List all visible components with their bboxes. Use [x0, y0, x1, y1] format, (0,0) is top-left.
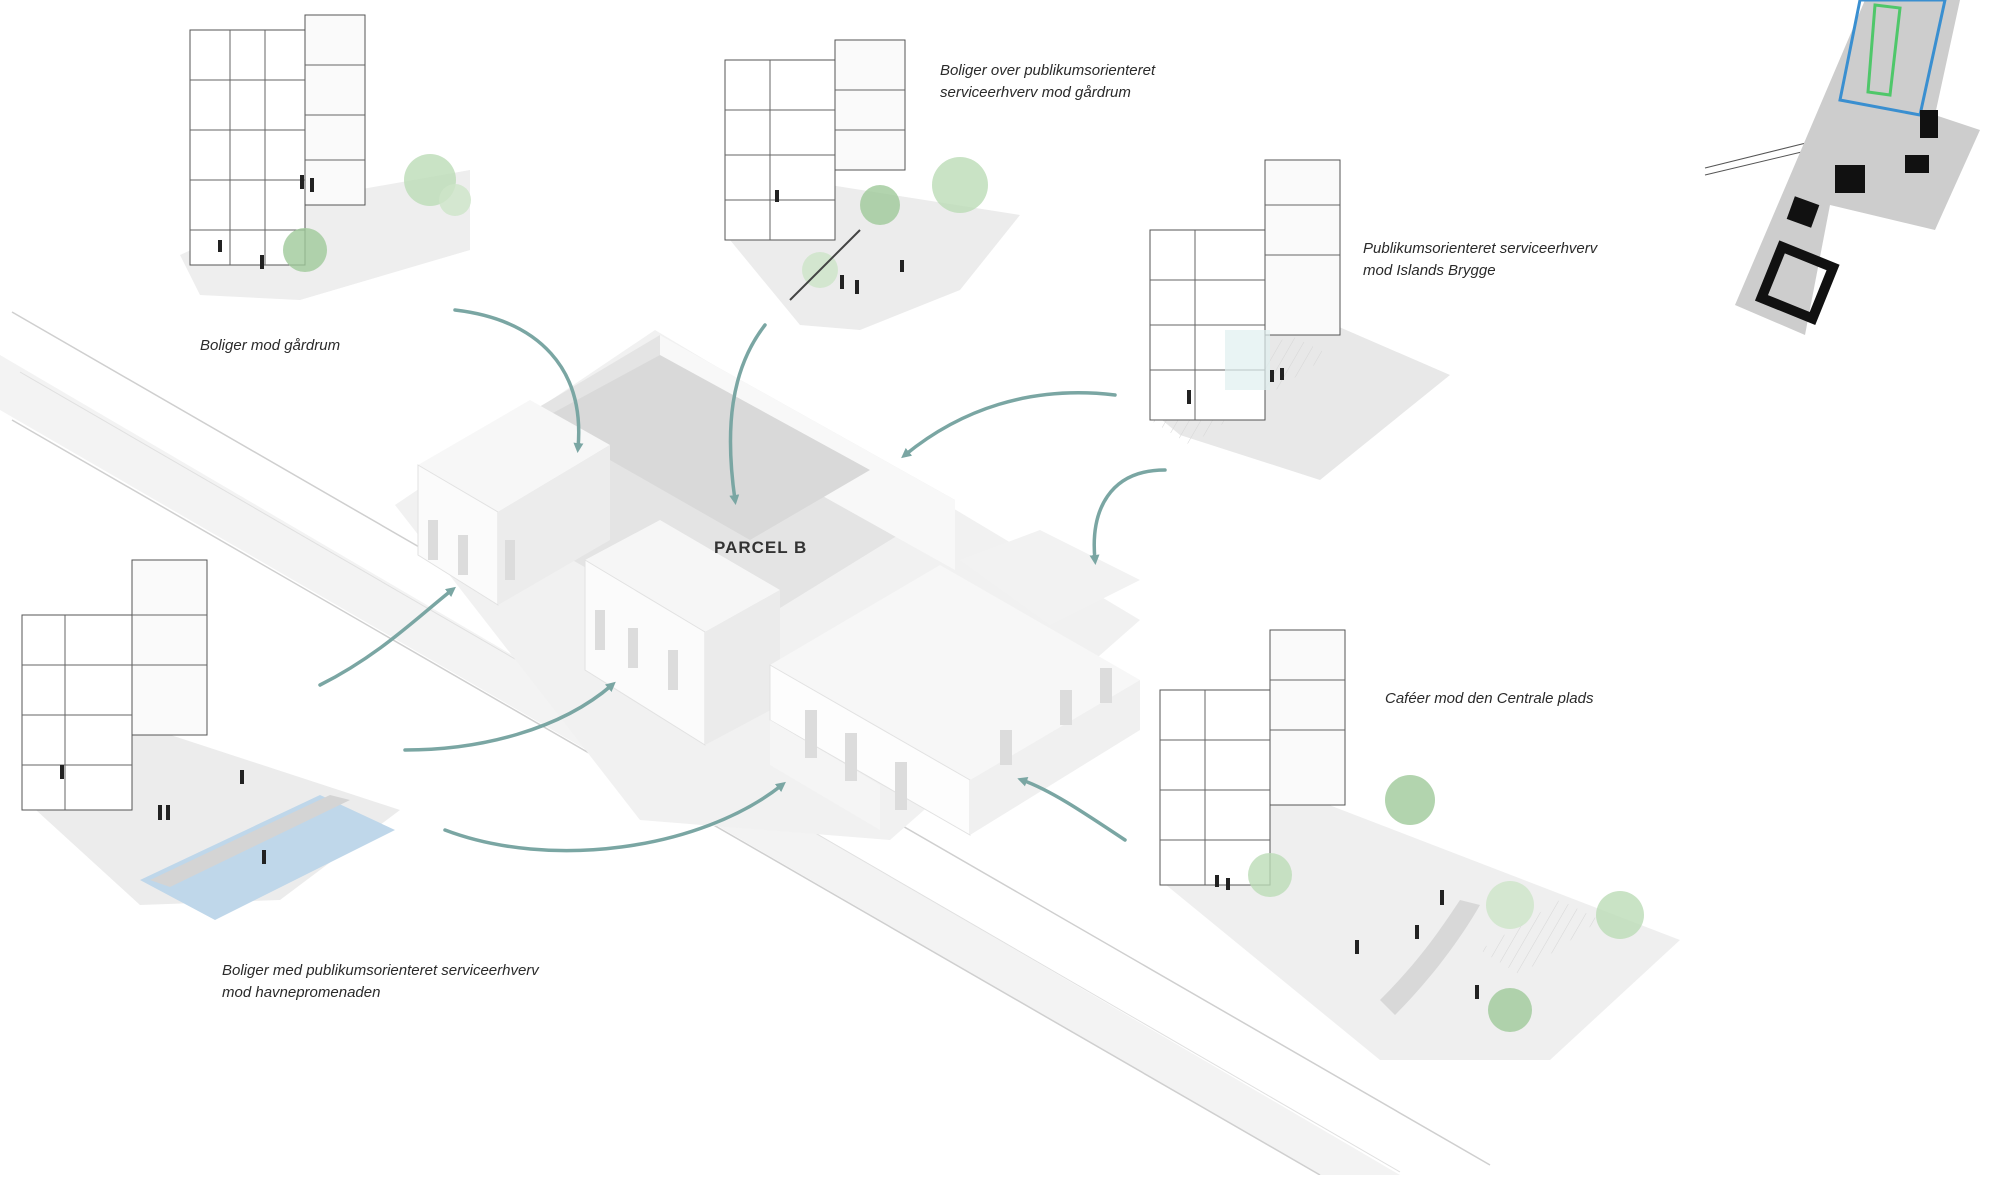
- caption-line: mod havnepromenaden: [222, 984, 381, 1001]
- caption-harbour-promenade: Boliger med publikumsorienteret servicee…: [222, 960, 539, 1004]
- caption-line: Boliger med publikumsorienteret servicee…: [222, 962, 539, 979]
- vignette-service-over-courtyard: [724, 39, 1020, 330]
- caption-service-islands-brygge: Publikumsorienteret serviceerhverv mod I…: [1363, 238, 1597, 282]
- caption-line: mod Islands Brygge: [1363, 262, 1496, 279]
- arrow-promenade-2: [403, 681, 616, 752]
- caption-line: Boliger mod gårdrum: [200, 337, 341, 354]
- caption-line: Boliger over publikumsorienteret: [940, 62, 1156, 79]
- caption-service-over-courtyard: Boliger over publikumsorienteret service…: [940, 60, 1155, 104]
- arrow-promenade-1: [318, 586, 456, 687]
- caption-courtyard-housing: Boliger mod gårdrum: [200, 335, 340, 357]
- connector-arrows: [318, 308, 1167, 853]
- caption-line: Caféer mod den Centrale plads: [1385, 690, 1594, 707]
- caption-line: Publikumsorienteret serviceerhverv: [1363, 240, 1598, 257]
- vignette-harbour-promenade: [21, 559, 400, 920]
- parcel-b-massing: [395, 330, 1140, 840]
- caption-cafes-central-square: Caféer mod den Centrale plads: [1385, 688, 1593, 710]
- arrow-service-over-courtyard: [728, 323, 767, 505]
- vignette-service-islands-brygge: [1149, 159, 1450, 480]
- parcel-label: PARCEL B: [714, 538, 808, 557]
- arrow-islands-brygge-1: [901, 391, 1117, 459]
- location-map: [1704, 0, 1980, 335]
- vignette-cafes-central-square: [1159, 629, 1680, 1060]
- arrow-islands-brygge-2: [1089, 468, 1167, 565]
- vignette-courtyard-housing: [180, 14, 471, 300]
- arrow-central-square: [1017, 776, 1127, 842]
- arrow-courtyard-housing: [453, 308, 584, 453]
- caption-line: serviceerhverv mod gårdrum: [940, 84, 1131, 101]
- arrow-promenade-3: [443, 781, 786, 853]
